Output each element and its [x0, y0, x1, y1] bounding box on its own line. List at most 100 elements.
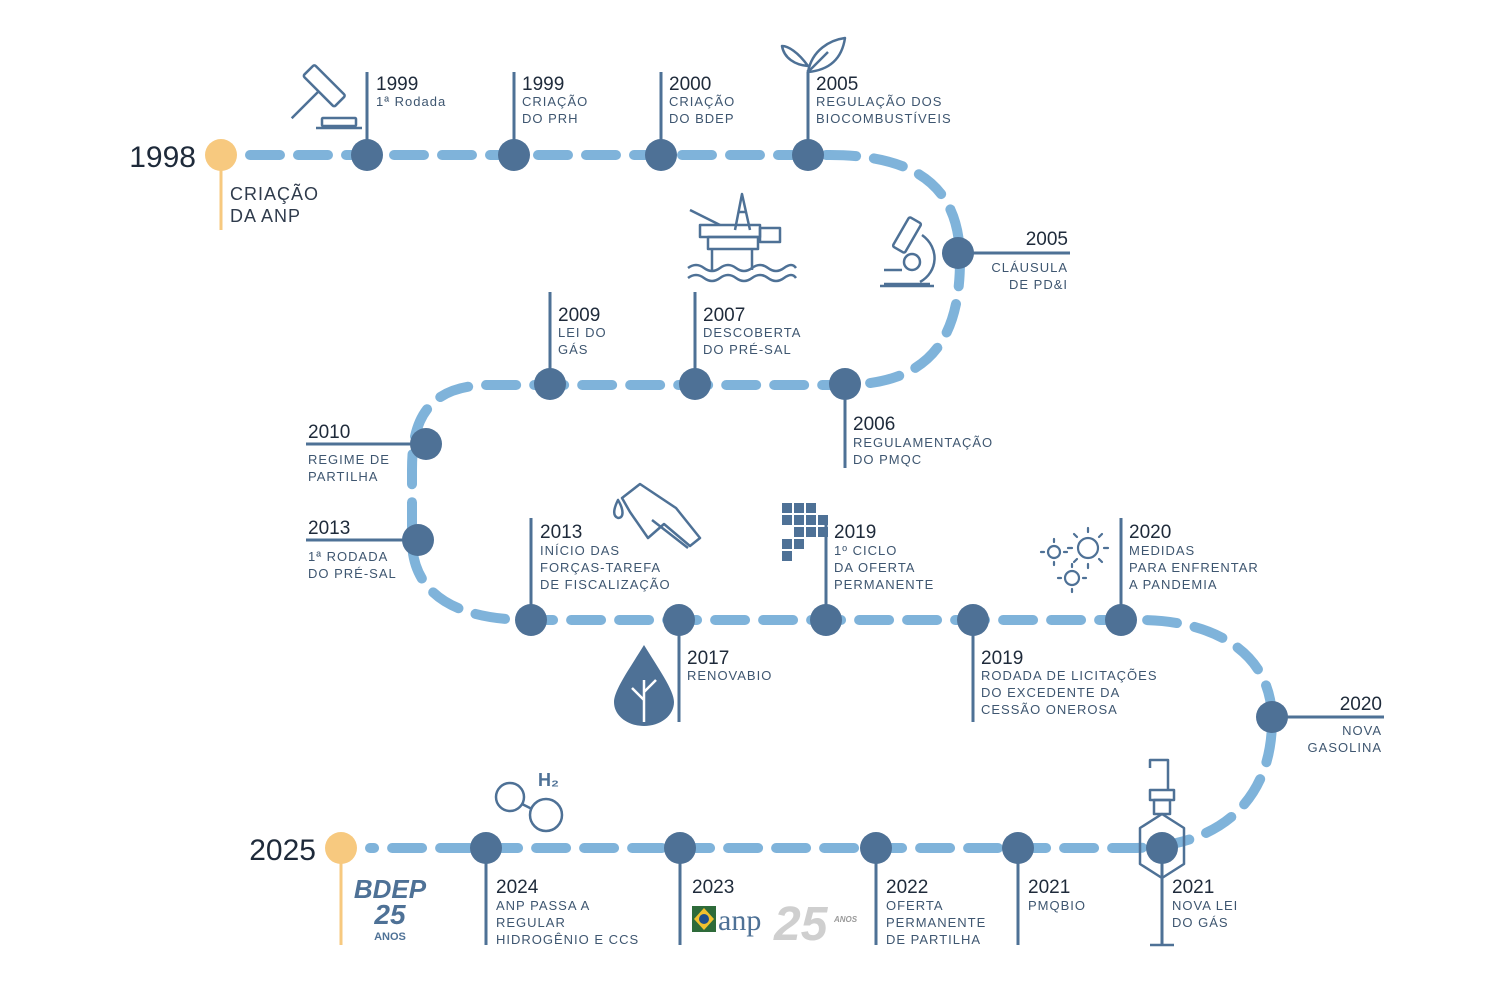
event-label-line: 1º CICLO: [834, 543, 897, 558]
end-year: 2025: [249, 834, 316, 867]
start-year: 1998: [129, 141, 196, 174]
start-marker: 1998 CRIAÇÃO DA ANP: [129, 139, 319, 230]
microscope-icon: [880, 216, 936, 288]
event-node: [1105, 604, 1137, 636]
event-node: [1146, 832, 1178, 864]
event-year: 2010: [308, 422, 350, 443]
event-node: [810, 604, 842, 636]
svg-text:25: 25: [773, 898, 829, 951]
event-year: 2020: [1340, 694, 1382, 715]
event-label-line: NOVA: [1342, 723, 1382, 738]
virus-icon: [1039, 526, 1110, 594]
event-node: [470, 832, 502, 864]
event-label-line: OFERTA: [886, 898, 944, 913]
hydrogen-icon: H₂: [494, 770, 564, 833]
event-label-line: CESSÃO ONEROSA: [981, 702, 1118, 717]
event-label-line: INÍCIO DAS: [540, 543, 620, 558]
event-label-line: DE PARTILHA: [886, 932, 981, 947]
event-label-line: PARA ENFRENTAR: [1129, 560, 1259, 575]
event-node: [860, 832, 892, 864]
event-year: 2005: [816, 74, 858, 95]
event-label-line: REGIME DE: [308, 452, 390, 467]
event-label-line: DO PRÉ-SAL: [308, 566, 397, 581]
event-year: 2024: [496, 877, 539, 898]
start-label-1: CRIAÇÃO: [230, 183, 319, 204]
event-label-line: PERMANENTE: [886, 915, 986, 930]
event-label-line: PARTILHA: [308, 469, 378, 484]
event-year: 2005: [1026, 229, 1068, 250]
event-label-line: DO PMQC: [853, 452, 922, 467]
event-year: 2000: [669, 74, 711, 95]
event-node: [402, 524, 434, 556]
event-node: [1002, 832, 1034, 864]
event-year: 2021: [1172, 877, 1214, 898]
event-label-line: RENOVABIO: [687, 668, 772, 683]
sprout-icon: [780, 36, 847, 140]
event-label-line: DO EXCEDENTE DA: [981, 685, 1120, 700]
event-label-line: MEDIDAS: [1129, 543, 1195, 558]
event-label-line: REGULAÇÃO DOS: [816, 94, 942, 109]
event-node: [351, 139, 383, 171]
event-node: [515, 604, 547, 636]
event-year: 2007: [703, 305, 745, 326]
svg-text:ANOS: ANOS: [374, 931, 406, 943]
oil-platform-icon: [687, 192, 798, 283]
event-label-line: GÁS: [558, 342, 588, 357]
event-year: 2019: [834, 522, 876, 543]
event-year: 2019: [981, 648, 1023, 669]
event-year: 2013: [540, 522, 582, 543]
event-node: [679, 368, 711, 400]
event-node: [942, 237, 974, 269]
svg-text:H₂: H₂: [538, 770, 559, 790]
event-label-line: PERMANENTE: [834, 577, 934, 592]
event-label-line: DESCOBERTA: [703, 325, 801, 340]
event-label-line: DO GÁS: [1172, 915, 1229, 930]
event-label-line: REGULAR: [496, 915, 566, 930]
event-label-line: DA OFERTA: [834, 560, 915, 575]
bdep-25-logo: BDEP 25 ANOS: [354, 874, 427, 943]
event-year: 2009: [558, 305, 600, 326]
event-node: [498, 139, 530, 171]
event-year: 2021: [1028, 877, 1070, 898]
event-node: [1256, 701, 1288, 733]
event-node: [664, 832, 696, 864]
timeline-path: [245, 150, 1278, 853]
start-label-2: DA ANP: [230, 206, 301, 226]
event-label-line: CLÁUSULA: [991, 260, 1068, 275]
event-label-line: DE FISCALIZAÇÃO: [540, 577, 671, 592]
event-label-line: NOVA LEI: [1172, 898, 1238, 913]
event-label-line: BIOCOMBUSTÍVEIS: [816, 111, 952, 126]
event-node: [792, 139, 824, 171]
gavel-icon: [290, 64, 362, 130]
event-label-line: GASOLINA: [1308, 740, 1382, 755]
event-label-line: DO PRH: [522, 111, 579, 126]
event-label-line: FORÇAS-TAREFA: [540, 560, 661, 575]
event-label-line: LEI DO: [558, 325, 607, 340]
svg-text:ANOS: ANOS: [833, 915, 858, 924]
event-label-line: HIDROGÊNIO E CCS: [496, 932, 639, 947]
event-label-line: CRIAÇÃO: [522, 94, 588, 109]
end-marker: 2025 BDEP 25 ANOS: [249, 832, 427, 945]
event-label-line: REGULAMENTAÇÃO: [853, 435, 993, 450]
event-year: 2022: [886, 877, 928, 898]
event-node: [663, 604, 695, 636]
fuel-nozzle-icon: [613, 482, 702, 549]
event-label-line: PMQBIO: [1028, 898, 1086, 913]
svg-text:anp: anp: [718, 904, 761, 937]
